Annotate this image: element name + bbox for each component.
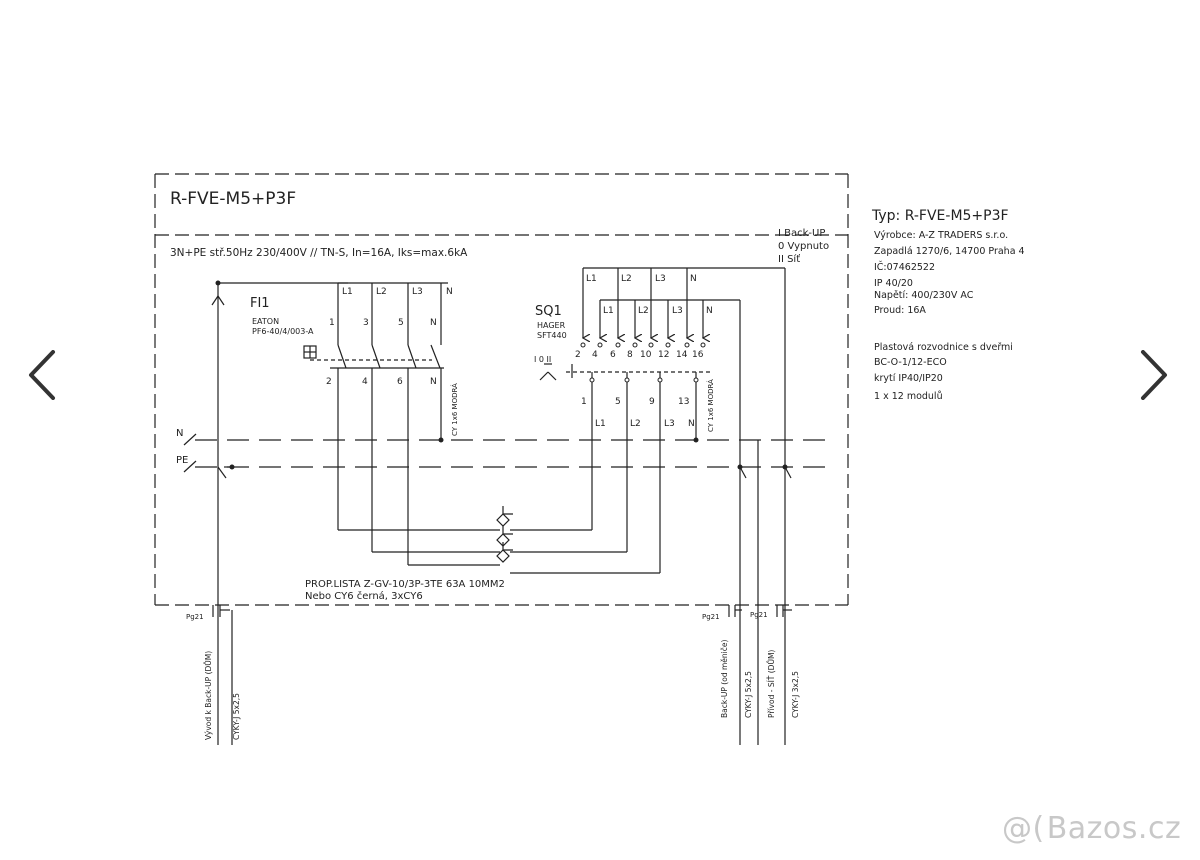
sq1-out-9: 9 [649, 397, 655, 407]
sq1-feed2-l1: L1 [603, 306, 614, 316]
info-housing-1: Plastová rozvodnice s dveřmi [874, 342, 1013, 353]
info-adresa: Zapadlá 1270/6, 14700 Praha 4 [874, 246, 1025, 257]
previous-image-button[interactable] [12, 340, 72, 410]
info-housing-2: BC-O-1/12-ECO [874, 357, 947, 368]
sq1-term-6: 6 [610, 350, 616, 360]
sq1-positions: I 0 II [534, 355, 551, 364]
sq1-out-l2: L2 [630, 419, 641, 429]
sq1-feed2-n: N [706, 306, 713, 316]
busbar-note-2: Nebo CY6 černá, 3xCY6 [305, 590, 423, 602]
sq1-term-16: 16 [692, 350, 704, 360]
sq1-feed1-l3: L3 [655, 274, 666, 284]
chevron-right-icon [1141, 350, 1167, 400]
info-napeti: Napětí: 400/230V AC [874, 290, 974, 301]
sq1-term-12: 12 [658, 350, 669, 360]
cable-left-1: Vývod k Back-UP (DŮM) [204, 651, 213, 740]
fi1-maker: EATON [252, 317, 279, 326]
chevron-left-icon [29, 350, 55, 400]
mode-legend-1: I Back-UP [778, 228, 825, 239]
sq1-feed1-n: N [690, 274, 697, 284]
sq1-feed2-l2: L2 [638, 306, 649, 316]
cable-left-2: CYKY-J 5x2,5 [232, 693, 241, 740]
info-ip: IP 40/20 [874, 278, 913, 289]
sq1-out-1: 1 [581, 397, 587, 407]
info-vyrobce: Výrobce: A-Z TRADERS s.r.o. [874, 230, 1008, 241]
sq1-label: SQ1 [535, 304, 562, 319]
busbar-symbols [496, 506, 513, 563]
sq1-terminal-labels: 2 4 6 8 10 12 14 16 [575, 350, 704, 360]
sq1-cable-note: CY 1x6 MODRÁ [706, 379, 715, 432]
sq1-feed1-l2: L2 [621, 274, 632, 284]
sq1-term-14: 14 [676, 350, 688, 360]
sq1-out-l1: L1 [595, 419, 606, 429]
sq1-switch-body [539, 363, 712, 381]
info-proud: Proud: 16A [874, 305, 926, 316]
fi1-term-n: N [430, 318, 437, 328]
cable-right-1: Back-UP (od měniče) [720, 640, 729, 718]
sq1-term-4: 4 [592, 350, 598, 360]
sq1-maker: HAGER [537, 321, 566, 330]
sq1-out-l3: L3 [664, 419, 675, 429]
info-ic: IČ:07462522 [874, 261, 935, 273]
info-typ: Typ: R-FVE-M5+P3F [871, 208, 1009, 224]
supply-spec: 3N+PE stř.50Hz 230/400V // TN-S, In=16A,… [170, 247, 468, 259]
watermark: @( Bazos.cz [1002, 808, 1181, 848]
fi1-term-5: 5 [398, 318, 404, 328]
fi1-term-6: 6 [397, 377, 403, 387]
fi1-label: FI1 [250, 296, 270, 311]
sq1-model: SFT440 [537, 331, 567, 340]
terminal-dots [215, 280, 788, 470]
sq1-out-13: 13 [678, 397, 689, 407]
fi1-contacts [303, 344, 444, 369]
n-bus-label: N [176, 428, 183, 439]
diagram-title: R-FVE-M5+P3F [170, 189, 296, 209]
mode-legend-3: II Síť [778, 253, 800, 265]
fi1-term-2: 2 [326, 377, 332, 387]
gland-label-left: Pg21 [186, 613, 204, 621]
sq1-out-n: N [688, 419, 695, 429]
next-image-button[interactable] [1124, 340, 1184, 410]
fi1-phase-l2: L2 [376, 287, 387, 297]
fi1-term-1: 1 [329, 318, 335, 328]
pe-bus-label: PE [176, 455, 188, 466]
fi1-phase-l1: L1 [342, 287, 353, 297]
sq1-feed1-l1: L1 [586, 274, 597, 284]
fi1-model: PF6-40/4/003-A [252, 327, 314, 336]
info-block: Typ: R-FVE-M5+P3F Výrobce: A-Z TRADERS s… [871, 208, 1025, 402]
watermark-text: Bazos.cz [1046, 810, 1182, 846]
fi1-term-4: 4 [362, 377, 368, 387]
busbar-note-1: PROP.LISTA Z-GV-10/3P-3TE 63A 10MM2 [305, 579, 505, 590]
sq1-out-5: 5 [615, 397, 621, 407]
cable-right-3: Přívod - SÍŤ (DŮM) [767, 650, 776, 718]
fi1-term-n-out: N [430, 377, 437, 387]
gland-label-right: Pg21 [750, 611, 768, 619]
sq1-term-10: 10 [640, 350, 652, 360]
sq1-term-8: 8 [627, 350, 633, 360]
info-housing-4: 1 x 12 modulů [874, 391, 943, 402]
fi1-term-3: 3 [363, 318, 369, 328]
mode-legend-2: 0 Vypnuto [778, 241, 829, 252]
fi1-cable-note: CY 1x6 MODRÁ [450, 383, 459, 436]
sq1-term-2: 2 [575, 350, 581, 360]
cable-right-4: CYKY-J 3x2,5 [791, 671, 800, 718]
fi1-phase-n: N [446, 287, 453, 297]
sq1-feed2-l3: L3 [672, 306, 683, 316]
fi1-phase-l3: L3 [412, 287, 423, 297]
bazos-logo-icon: @( [1002, 810, 1045, 846]
gland-label-mid: Pg21 [702, 613, 720, 621]
title-frame [154, 173, 849, 606]
cable-right-2: CYKY-J 5x2,5 [744, 671, 753, 718]
info-housing-3: krytí IP40/IP20 [874, 373, 943, 384]
